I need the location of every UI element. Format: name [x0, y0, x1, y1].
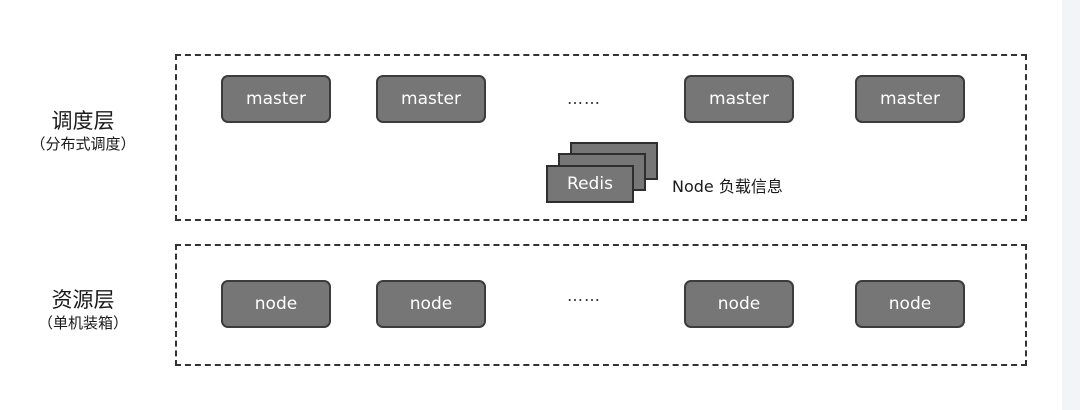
node-box-3: node [684, 280, 794, 328]
master-box-3: master [684, 75, 794, 123]
redis-box: Redis [546, 165, 634, 203]
resource-layer-subtitle: （单机装箱） [37, 314, 128, 332]
scheduling-layer-label: 调度层 （分布式调度） [22, 108, 144, 154]
resource-ellipsis: …… [567, 286, 601, 305]
master-box-2: master [376, 75, 486, 123]
node-box-1: node [221, 280, 331, 328]
master-box-4: master [855, 75, 965, 123]
node-box-4: node [855, 280, 965, 328]
node-load-info-label: Node 负载信息 [672, 177, 783, 196]
node-box-2: node [376, 280, 486, 328]
scheduling-layer-frame [175, 54, 1027, 221]
resource-layer-label: 资源层 （单机装箱） [22, 287, 144, 333]
resource-layer-frame [175, 244, 1027, 366]
scheduling-layer-subtitle: （分布式调度） [30, 135, 136, 153]
right-margin-strip [1062, 0, 1080, 410]
scheduling-ellipsis: …… [567, 89, 601, 108]
resource-layer-title: 资源层 [51, 288, 115, 312]
scheduling-layer-title: 调度层 [51, 109, 115, 133]
master-box-1: master [221, 75, 331, 123]
